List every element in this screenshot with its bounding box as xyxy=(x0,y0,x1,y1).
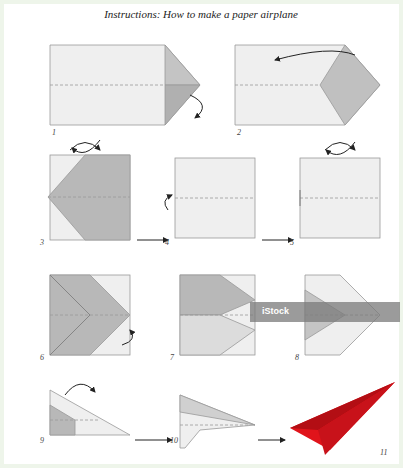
watermark: iStock xyxy=(262,306,289,316)
step-number: 3 xyxy=(40,238,44,247)
step-number: 5 xyxy=(290,238,294,247)
step-number: 7 xyxy=(170,353,174,362)
step-number: 2 xyxy=(237,128,241,137)
step-number: 9 xyxy=(40,436,44,445)
diagram-title: Instructions: How to make a paper airpla… xyxy=(104,8,298,20)
step-number: 6 xyxy=(40,353,44,362)
step-number: 10 xyxy=(170,436,178,445)
step-number: 8 xyxy=(295,353,299,362)
step-number: 4 xyxy=(165,238,169,247)
step-number: 1 xyxy=(52,128,56,137)
step-number: 11 xyxy=(380,448,387,457)
